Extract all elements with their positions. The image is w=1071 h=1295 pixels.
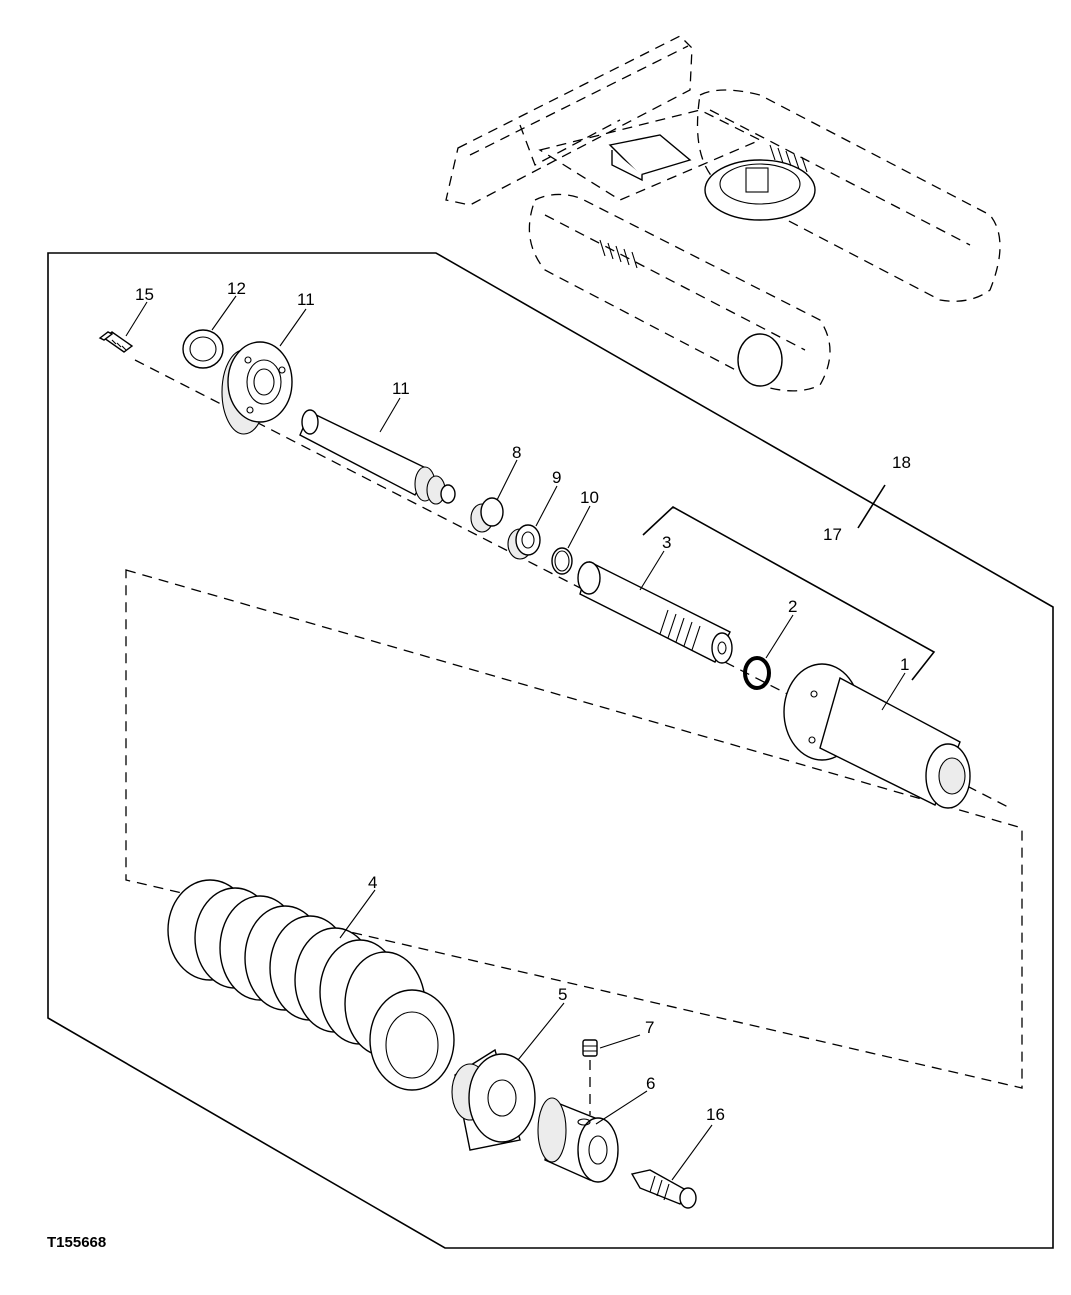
callout-5: 5: [558, 985, 567, 1004]
snap-ring-10-icon: [551, 547, 573, 575]
callout-4: 4: [368, 873, 377, 892]
bolt-16-icon: [98, 331, 134, 353]
callout-15: 16: [706, 1105, 725, 1124]
piston-rod-3-icon: [577, 561, 733, 664]
assembly-boundary: [47, 252, 1054, 1249]
callout-6: 6: [646, 1074, 655, 1093]
callout-17: 17: [823, 525, 842, 544]
spring-4-icon: [167, 879, 455, 1091]
o-ring-2-icon: [743, 656, 771, 690]
callout-11: 11: [392, 379, 410, 398]
seal-13-icon: [182, 329, 224, 369]
callout-16: 15: [135, 285, 154, 304]
spring-seat-5-icon: [451, 1048, 536, 1151]
grease-fitting-15-icon: [630, 1169, 697, 1209]
callout-2: 2: [788, 597, 797, 616]
callout-18: 18: [892, 453, 911, 472]
callout-10: 10: [580, 488, 599, 507]
callout-labels: 15 12 11 11 8 9 10 3 17 18 2 1 4 5 7 6 1…: [135, 279, 911, 1124]
cylinder-1-icon: [783, 663, 971, 809]
callout-9: 9: [552, 468, 561, 487]
callout-12: 11: [297, 290, 315, 309]
track-adjuster-assembly-icon: [98, 329, 971, 1209]
flange-12-icon: [221, 341, 293, 435]
callout-1: 1: [900, 655, 909, 674]
callout-8: 8: [512, 443, 521, 462]
callout-13: 12: [227, 279, 246, 298]
leader-lines: [125, 295, 906, 1181]
machine-undercarriage-icon: [445, 35, 1001, 392]
block-6-icon: [537, 1097, 619, 1183]
bushing-8-icon: [470, 497, 504, 533]
callout-7: 7: [645, 1018, 654, 1037]
plug-7-icon: [582, 1039, 598, 1115]
figure-id: T155668: [47, 1234, 106, 1251]
seal-9-icon: [507, 524, 541, 560]
rod-11-icon: [299, 409, 456, 505]
callout-3: 3: [662, 533, 671, 552]
